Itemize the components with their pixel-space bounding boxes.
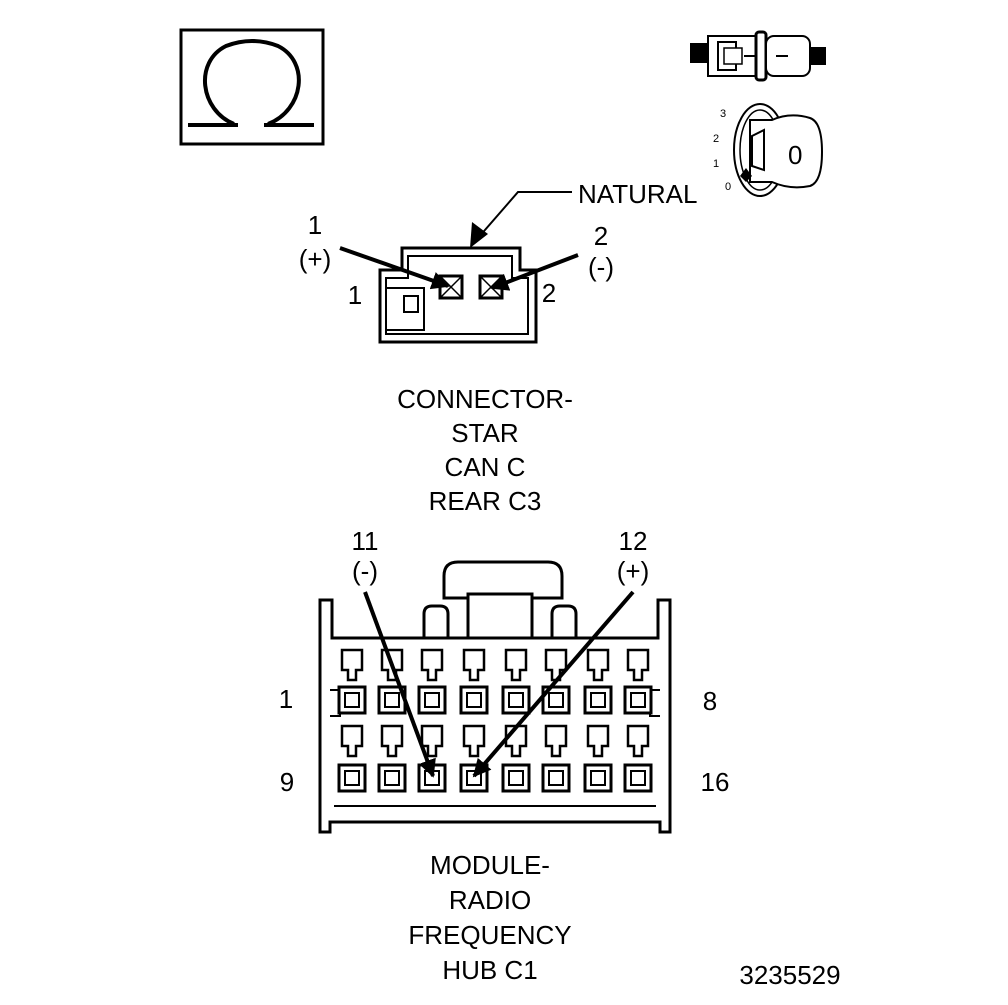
star-pin2-number: 2	[594, 221, 608, 251]
terminal-cavity	[501, 685, 531, 715]
hub-pin11-arrow	[363, 591, 436, 778]
key-position-label: 0	[788, 140, 802, 170]
hub-title-line: RADIO	[449, 885, 531, 915]
hub-row1-start-label: 1	[279, 684, 293, 714]
hub-pin11-number: 11	[352, 526, 379, 556]
natural-arrowhead	[470, 222, 488, 248]
terminal-retainer	[340, 724, 364, 758]
terminal-retainer	[340, 648, 364, 682]
connector-color-label: NATURAL	[578, 179, 697, 209]
terminal-cavity	[337, 763, 367, 793]
key-digit-0: 0	[725, 181, 731, 193]
hub-row2-end-label: 16	[701, 767, 730, 797]
terminal-retainer	[544, 724, 568, 758]
terminal-retainer	[626, 648, 650, 682]
star-pin2-polarity: (-)	[588, 252, 614, 282]
hub-pin11-polarity: (-)	[352, 556, 378, 586]
star-cavity-label-left: 1	[348, 280, 362, 310]
hub-connector	[318, 560, 672, 834]
star-pin1-arrow	[339, 246, 450, 290]
star-pin2-arrow	[490, 253, 579, 291]
terminal-cavity	[417, 685, 447, 715]
key-digit-2: 2	[713, 133, 719, 145]
key-digit-1: 1	[713, 158, 719, 170]
star-connector	[378, 246, 538, 344]
terminal-cavity	[459, 685, 489, 715]
hub-row1-end-label: 8	[703, 686, 717, 716]
star-title-line: STAR	[451, 418, 518, 448]
star-title-line: REAR C3	[429, 486, 542, 516]
hub-pin12-polarity: (+)	[617, 556, 650, 586]
star-pin1-number: 1	[308, 210, 322, 240]
terminal-cavity	[541, 685, 571, 715]
ignition-key-icon: 0 3 2 1 0	[713, 103, 824, 197]
terminal-retainer	[462, 648, 486, 682]
figure-number: 3235529	[739, 960, 840, 990]
ohmmeter-icon: Ω	[179, 28, 325, 146]
hub-connector-title: MODULE- RADIO FREQUENCY HUB C1	[408, 850, 571, 985]
terminal-cavity	[623, 763, 653, 793]
terminal-cavity	[377, 763, 407, 793]
hub-title-line: MODULE-	[430, 850, 550, 880]
star-title-line: CONNECTOR-	[397, 384, 573, 414]
star-connector-title: CONNECTOR- STAR CAN C REAR C3	[397, 384, 573, 516]
terminal-cavity	[501, 763, 531, 793]
terminal-retainer	[544, 648, 568, 682]
terminal-retainer	[586, 724, 610, 758]
star-pin1-polarity: (+)	[299, 244, 332, 274]
hub-title-line: FREQUENCY	[408, 920, 571, 950]
key-digit-3: 3	[720, 108, 726, 120]
terminal-retainer	[504, 648, 528, 682]
terminal-cavity	[583, 763, 613, 793]
terminal-cavity	[541, 763, 571, 793]
battery-disconnect-icon	[690, 30, 826, 82]
hub-terminal-grid	[337, 648, 653, 793]
star-cavity-label-right: 2	[542, 278, 556, 308]
terminal-cavity	[337, 685, 367, 715]
terminal-retainer	[462, 724, 486, 758]
terminal-retainer	[380, 724, 404, 758]
hub-row2-start-label: 9	[280, 767, 294, 797]
terminal-retainer	[586, 648, 610, 682]
natural-leader-line	[477, 191, 572, 239]
hub-pin12-arrow	[472, 590, 635, 778]
hub-title-line: HUB C1	[442, 955, 537, 985]
terminal-cavity	[583, 685, 613, 715]
terminal-cavity	[623, 685, 653, 715]
hub-pin12-number: 12	[619, 526, 648, 556]
terminal-retainer	[420, 648, 444, 682]
terminal-retainer	[626, 724, 650, 758]
terminal-cavity	[459, 763, 489, 793]
star-pin-1	[438, 274, 464, 300]
star-title-line: CAN C	[445, 452, 526, 482]
